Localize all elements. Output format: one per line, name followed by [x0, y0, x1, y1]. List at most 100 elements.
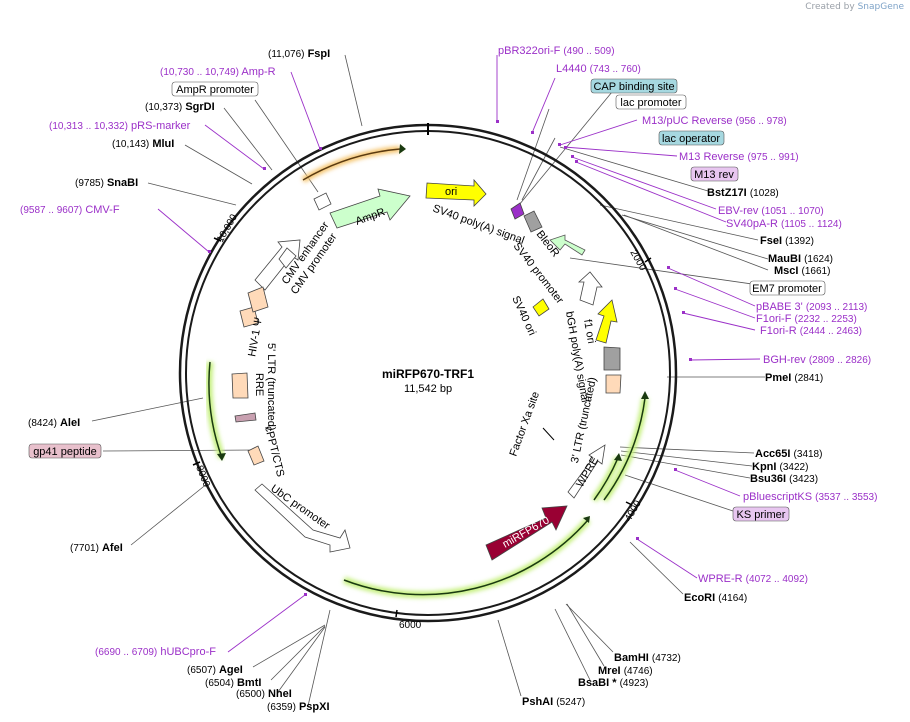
feature-ltr3-label: 3' LTR (truncated) — [569, 376, 599, 464]
primer-cmv-f[interactable]: (9587 .. 9607) CMV-F — [20, 204, 120, 216]
feature-f1-ori-label: f1 ori — [581, 318, 597, 344]
site-mlui[interactable]: (10,143) MluI — [112, 138, 174, 150]
svg-text:lac operator: lac operator — [662, 133, 720, 145]
site-fspi[interactable]: (11,076) FspI — [268, 48, 330, 60]
orf-arcs — [205, 146, 649, 599]
primer-pbluescriptks[interactable]: pBluescriptKS (3537 .. 3553) — [743, 491, 877, 503]
plasmid-name: miRFP670-TRF1 — [382, 367, 474, 381]
restriction-sites: (11,076) FspI (10,373) SgrDI (10,143) Ml… — [28, 48, 833, 713]
small-ampr-promoter — [313, 192, 332, 211]
svg-text:AmpR promoter: AmpR promoter — [176, 84, 254, 96]
primer-labels: pBR322ori-F (490 .. 509) L4440 (743 .. 7… — [20, 45, 877, 658]
feature-rre-label: RRE — [253, 373, 265, 396]
credit-prefix: Created by — [805, 2, 855, 12]
ampr-promoter-box[interactable]: AmpR promoter — [171, 81, 259, 97]
tick-10000: 10,000 — [215, 212, 240, 244]
ks-primer-box[interactable]: KS primer — [732, 506, 790, 522]
svg-text:lac promoter: lac promoter — [620, 97, 681, 109]
site-bsu36i[interactable]: Bsu36I (3423) — [750, 473, 818, 485]
site-maubi[interactable]: MauBI (1624) — [768, 253, 833, 265]
feature-ltr5-label: 5' LTR (truncated) — [265, 343, 277, 430]
tick-8000: 8000 — [193, 464, 212, 489]
site-nhei[interactable]: (6500) NheI — [236, 688, 292, 700]
f1-ori-arrow — [595, 299, 618, 344]
tick-6000: 6000 — [399, 620, 422, 631]
cmv-promoter-arrow — [278, 247, 297, 269]
primer-marks — [208, 120, 692, 596]
primer-prs-marker[interactable]: (10,313 .. 10,332) pRS-marker — [49, 120, 191, 132]
sv40-promoter-arrow — [577, 271, 603, 306]
gp41-peptide-box[interactable]: gp41 peptide — [28, 443, 102, 459]
bgh-block — [603, 346, 621, 371]
position-ticks — [192, 237, 652, 618]
site-msci[interactable]: MscI (1661) — [774, 265, 830, 277]
factor-xa-mark — [542, 427, 555, 441]
wpre-arrow — [567, 444, 606, 499]
feature-cppt-label: cPPT/CTS — [262, 425, 286, 478]
feature-arrows — [231, 178, 622, 561]
primer-f1ori-r[interactable]: F1ori-R (2444 .. 2463) — [760, 325, 862, 337]
site-pspxi[interactable]: (6359) PspXI — [267, 701, 330, 713]
site-ecori[interactable]: EcoRI (4164) — [684, 592, 747, 604]
primer-ebv-rev[interactable]: EBV-rev (1051 .. 1070) — [718, 205, 824, 217]
sv40-ori-block — [532, 298, 550, 317]
site-pmei[interactable]: PmeI (2841) — [765, 372, 823, 384]
lac-promoter-box[interactable]: lac promoter — [615, 94, 687, 110]
boxed-labels: CAP binding site lac promoter lac operat… — [28, 78, 826, 522]
svg-text:KS primer: KS primer — [737, 509, 786, 521]
site-acc65i[interactable]: Acc65I (3418) — [755, 448, 822, 460]
m13-marks — [510, 202, 525, 220]
site-afei[interactable]: (7701) AfeI — [70, 542, 123, 554]
svg-text:CAP binding site: CAP binding site — [593, 81, 674, 93]
site-pshai[interactable]: PshAI (5247) — [522, 696, 585, 708]
site-snabi[interactable]: (9785) SnaBI — [75, 177, 138, 189]
site-sgrdi[interactable]: (10,373) SgrDI — [145, 101, 215, 113]
gp41-block — [234, 412, 257, 423]
ori-arrow — [425, 178, 487, 207]
svg-text:gp41 peptide: gp41 peptide — [33, 446, 97, 458]
feature-ori-label: ori — [445, 186, 457, 198]
orf-arrowheads — [217, 144, 649, 523]
sv40-polya-block — [523, 210, 543, 233]
m13-rev-box[interactable]: M13 rev — [690, 166, 739, 182]
primer-leaders — [157, 55, 761, 653]
primer-amp-r[interactable]: (10,730 .. 10,749) Amp-R — [160, 66, 276, 78]
em7-promoter-box[interactable]: EM7 promoter — [749, 280, 826, 296]
snapgene-credit: Created by SnapGene — [805, 2, 904, 12]
site-bsabi[interactable]: BsaBI * (4923) — [578, 677, 649, 689]
primer-m13-puc-reverse[interactable]: M13/pUC Reverse (956 .. 978) — [642, 115, 787, 127]
svg-text:EM7 promoter: EM7 promoter — [752, 283, 822, 295]
primer-bgh-rev[interactable]: BGH-rev (2809 .. 2826) — [763, 354, 871, 366]
site-mrei[interactable]: MreI (4746) — [598, 665, 653, 677]
cap-binding-box[interactable]: CAP binding site — [590, 78, 678, 94]
primer-m13-reverse[interactable]: M13 Reverse (975 .. 991) — [679, 151, 799, 163]
cppt-block — [247, 445, 265, 466]
hiv-psi-block — [247, 286, 269, 313]
ubc-promoter-arrow — [254, 483, 351, 553]
primer-f1ori-f[interactable]: F1ori-F (2232 .. 2253) — [756, 313, 857, 325]
feature-mirfp670-label: miRFP670 — [501, 514, 552, 550]
site-kpni[interactable]: KpnI (3422) — [752, 461, 808, 473]
rre-block — [231, 372, 249, 399]
lac-operator-box[interactable]: lac operator — [658, 130, 725, 146]
site-bmti[interactable]: (6504) BmtI — [205, 677, 261, 689]
ltr3-block — [605, 374, 622, 394]
primer-pbr322ori-f[interactable]: pBR322ori-F (490 .. 509) — [498, 45, 615, 57]
site-bamhi[interactable]: BamHI (4732) — [614, 652, 681, 664]
primer-hubcpro-f[interactable]: (6690 .. 6709) hUBCpro-F — [95, 646, 216, 658]
primer-pbabe3[interactable]: pBABE 3' (2093 .. 2113) — [756, 301, 867, 313]
site-bstz17i[interactable]: BstZ17I (1028) — [707, 187, 779, 199]
bleor-arrow — [549, 234, 586, 256]
ampr-arrow — [329, 188, 411, 229]
site-alei[interactable]: (8424) AleI — [28, 417, 80, 429]
primer-l4440[interactable]: L4440 (743 .. 760) — [556, 63, 641, 75]
plasmid-length: 11,542 bp — [404, 383, 452, 395]
primer-wpre-r[interactable]: WPRE-R (4072 .. 4092) — [698, 573, 808, 585]
site-fsei[interactable]: FseI (1392) — [760, 235, 814, 247]
site-agei[interactable]: (6507) AgeI — [187, 664, 243, 676]
feature-factor-xa-label: Factor Xa site — [508, 390, 542, 458]
svg-text:M13 rev: M13 rev — [694, 169, 734, 181]
primer-sv40pa-r[interactable]: SV40pA-R (1105 .. 1124) — [726, 218, 842, 230]
credit-brand: SnapGene — [857, 2, 904, 12]
